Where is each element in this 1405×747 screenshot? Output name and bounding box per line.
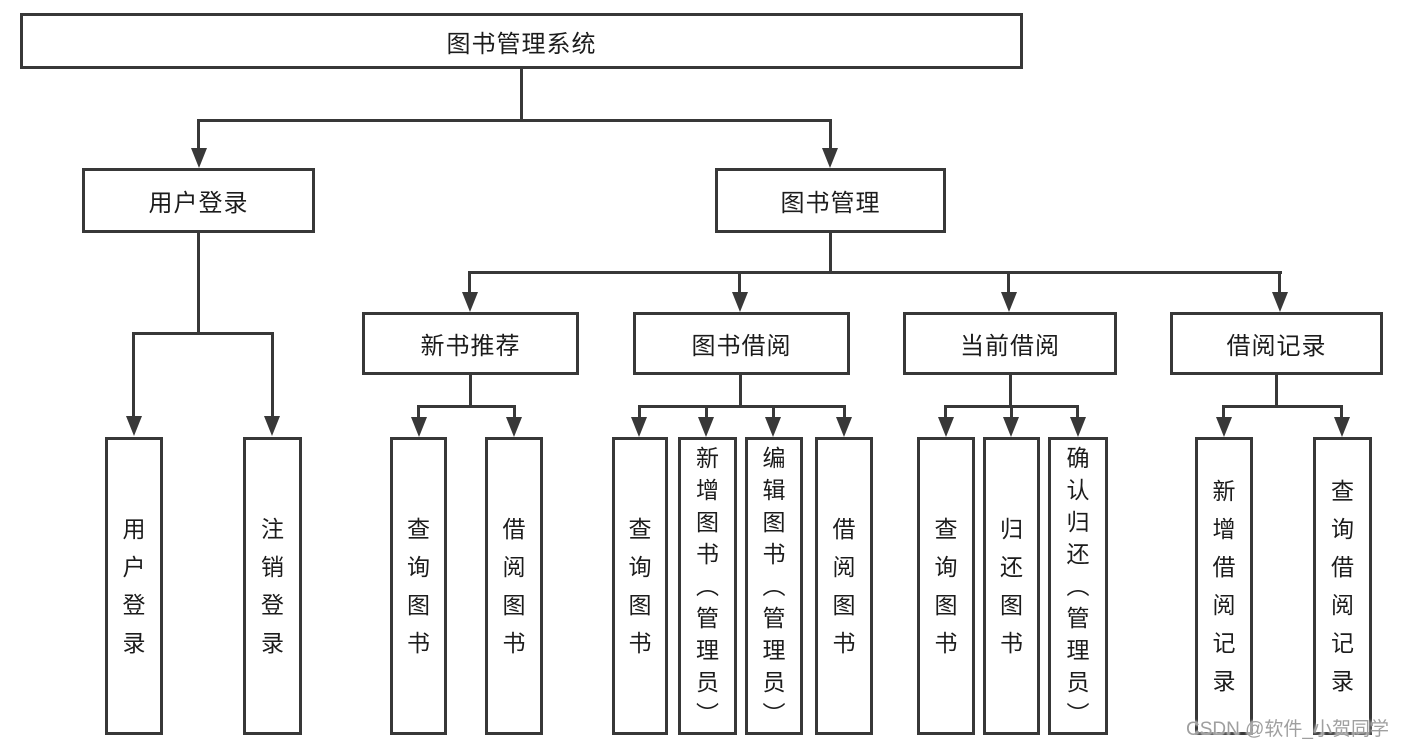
node-current-borrow: 当前借阅 xyxy=(903,312,1117,375)
connector-to-leaf-logout xyxy=(271,332,274,418)
connector-new-books-stem xyxy=(469,375,472,408)
arrowhead-cb-leaf2 xyxy=(1003,417,1019,437)
connector-bb-leaf1 xyxy=(638,405,641,419)
arrowhead-user-login xyxy=(191,148,207,168)
leaf-bb-borrow-books: 借阅图书 xyxy=(815,437,873,735)
connector-root-stem xyxy=(520,69,523,121)
connector-to-leaf-login xyxy=(132,332,135,418)
arrowhead-new-books xyxy=(462,292,478,312)
node-new-books: 新书推荐 xyxy=(362,312,579,375)
connector-to-user-login xyxy=(197,119,200,151)
arrowhead-cb-leaf3 xyxy=(1070,417,1086,437)
arrowhead-br-leaf2 xyxy=(1334,417,1350,437)
connector-cb-leaf2 xyxy=(1010,405,1013,419)
leaf-cb-confirm-return-admin: 确认归还︵管理员︶ xyxy=(1048,437,1108,735)
leaf-user-login: 用户登录 xyxy=(105,437,163,735)
arrowhead-book-mgmt xyxy=(822,148,838,168)
node-library-system: 图书管理系统 xyxy=(20,13,1023,69)
connector-nb-leaf1 xyxy=(417,405,420,419)
connector-book-mgmt-bar xyxy=(469,271,1282,274)
connector-to-borrow-records xyxy=(1278,271,1281,295)
leaf-nb-query-books: 查询图书 xyxy=(390,437,447,735)
arrowhead-bb-leaf4 xyxy=(836,417,852,437)
csdn-watermark: CSDN @软件_小贺同学 xyxy=(1186,719,1389,740)
connector-user-login-bar xyxy=(133,332,274,335)
connector-user-login-stem xyxy=(197,233,200,334)
connector-to-book-borrow xyxy=(738,271,741,295)
connector-borrow-records-bar xyxy=(1222,405,1343,408)
connector-root-bar xyxy=(198,119,832,122)
connector-current-borrow-stem xyxy=(1009,375,1012,408)
node-book-borrow: 图书借阅 xyxy=(633,312,850,375)
connector-nb-leaf2 xyxy=(513,405,516,419)
arrowhead-book-borrow xyxy=(732,292,748,312)
arrowhead-br-leaf1 xyxy=(1216,417,1232,437)
arrowhead-nb-leaf1 xyxy=(411,417,427,437)
leaf-bb-add-books-admin: 新增图书︵管理员︶ xyxy=(678,437,737,735)
connector-bb-leaf2 xyxy=(705,405,708,419)
leaf-br-add-record: 新增借阅记录 xyxy=(1195,437,1253,735)
connector-book-borrow-stem xyxy=(739,375,742,408)
arrowhead-bb-leaf3 xyxy=(765,417,781,437)
connector-bb-leaf4 xyxy=(843,405,846,419)
arrowhead-bb-leaf1 xyxy=(631,417,647,437)
connector-bb-leaf3 xyxy=(772,405,775,419)
connector-book-borrow-bar xyxy=(638,405,846,408)
leaf-cb-query-books: 查询图书 xyxy=(917,437,975,735)
leaf-cb-return-books: 归还图书 xyxy=(983,437,1040,735)
arrowhead-leaf-logout xyxy=(264,416,280,436)
arrowhead-leaf-login xyxy=(126,416,142,436)
arrowhead-borrow-records xyxy=(1272,292,1288,312)
connector-to-current-borrow xyxy=(1007,271,1010,295)
arrowhead-cb-leaf1 xyxy=(938,417,954,437)
connector-cb-leaf1 xyxy=(944,405,947,419)
leaf-bb-query-books: 查询图书 xyxy=(612,437,668,735)
connector-br-leaf1 xyxy=(1222,405,1225,419)
connector-cb-leaf3 xyxy=(1076,405,1079,419)
leaf-nb-borrow-books: 借阅图书 xyxy=(485,437,543,735)
arrowhead-bb-leaf2 xyxy=(698,417,714,437)
connector-new-books-bar xyxy=(417,405,516,408)
node-borrow-records: 借阅记录 xyxy=(1170,312,1383,375)
connector-book-mgmt-stem xyxy=(829,233,832,273)
leaf-logout: 注销登录 xyxy=(243,437,302,735)
arrowhead-nb-leaf2 xyxy=(506,417,522,437)
leaf-br-query-record: 查询借阅记录 xyxy=(1313,437,1372,735)
connector-borrow-records-stem xyxy=(1275,375,1278,408)
leaf-bb-edit-books-admin: 编辑图书︵管理员︶ xyxy=(745,437,803,735)
arrowhead-current-borrow xyxy=(1001,292,1017,312)
node-book-mgmt: 图书管理 xyxy=(715,168,946,233)
connector-to-book-mgmt xyxy=(829,119,832,151)
node-user-login: 用户登录 xyxy=(82,168,315,233)
connector-br-leaf2 xyxy=(1340,405,1343,419)
connector-to-new-books xyxy=(468,271,471,295)
